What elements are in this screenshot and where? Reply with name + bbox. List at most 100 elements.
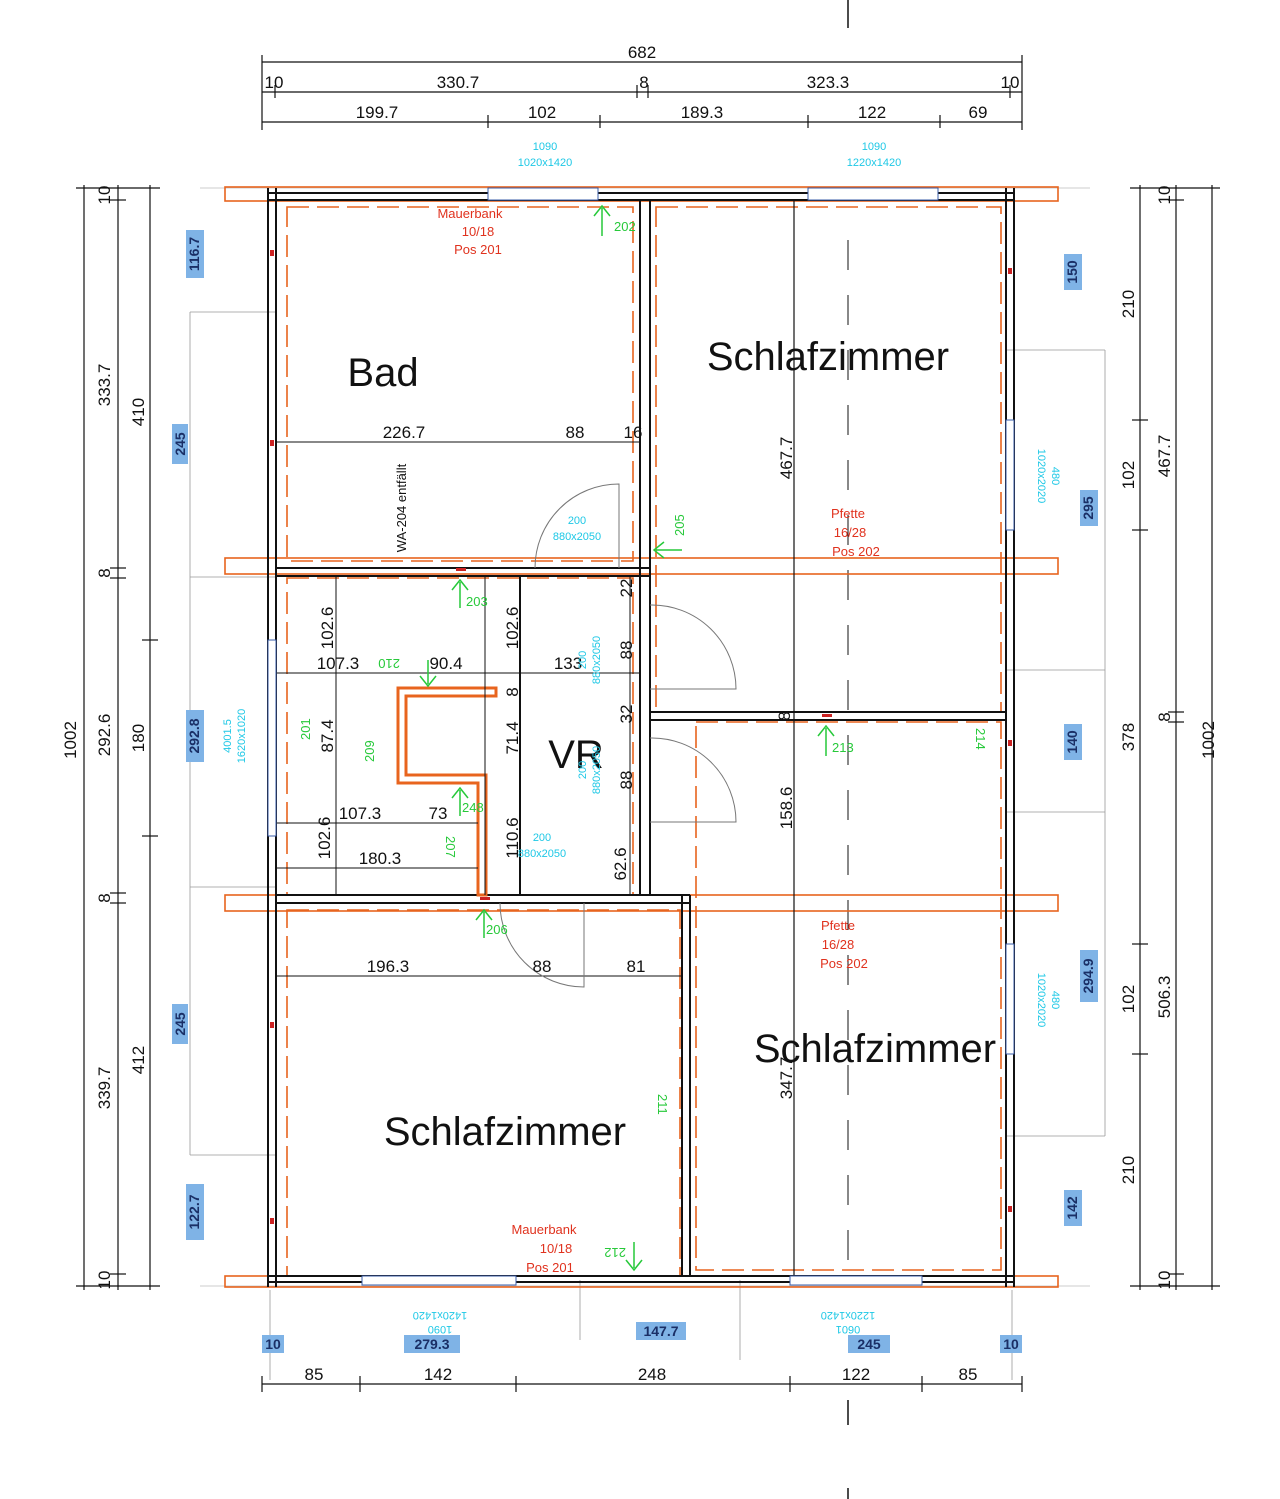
dimension-texts-bottom: 85 142 248 122 85 — [305, 1365, 978, 1384]
dim-sw-a: 196.3 — [367, 957, 410, 976]
win-left-1: 4001.5 — [222, 719, 234, 753]
note-wa-204: WA-204 entfällt — [394, 463, 409, 552]
dim-vr-s2: 8 — [775, 711, 794, 720]
badge-bottom-4: 245 — [857, 1336, 881, 1352]
win-right-n1: 1020x2020 — [1035, 449, 1047, 503]
dim-left-c1d: 10 — [95, 186, 114, 205]
dim-bot-e: 85 — [959, 1365, 978, 1384]
room-bad: Bad — [347, 351, 418, 395]
dim-vr-v1: 102.6 — [318, 607, 337, 650]
dim-left-total: 1002 — [61, 721, 80, 759]
dim-right-c1b: 506.3 — [1155, 976, 1174, 1019]
badge-left-2: 245 — [172, 432, 188, 456]
note-pfette-n-3: Pos 202 — [832, 544, 880, 559]
dim-top-r3b: 102 — [528, 103, 556, 122]
win-top-r1: 1090 — [862, 141, 886, 153]
dim-top-r3a: 199.7 — [356, 103, 399, 122]
pos-210: 210 — [378, 656, 400, 671]
badge-left-1: 116.7 — [186, 237, 202, 271]
interior-dim-texts: 226.7 88 16 467.7 196.3 88 81 158.6 347.… — [315, 423, 796, 1099]
door-1-width: 200 — [568, 515, 586, 527]
dim-top-r2b: 330.7 — [437, 73, 480, 92]
dim-top-total: 682 — [628, 43, 656, 62]
dim-se-v: 158.6 — [777, 787, 796, 830]
win-bot-l2: 1090 — [428, 1323, 452, 1335]
door-4-width: 200 — [533, 832, 551, 844]
dim-right-c2c: 378 — [1119, 723, 1138, 751]
dim-vr-r1: 22 — [617, 579, 636, 598]
badge-right-5: 142 — [1064, 1196, 1080, 1220]
pos-202: 202 — [614, 219, 636, 234]
dim-vr-r2: 88 — [617, 641, 636, 660]
dim-bot-a: 85 — [305, 1365, 324, 1384]
pos-213: 213 — [832, 740, 854, 755]
dim-vr-h2: 90.4 — [429, 654, 462, 673]
position-arrows — [419, 204, 835, 1272]
dim-bad-a: 226.7 — [383, 423, 426, 442]
dimension-lines-right — [1130, 185, 1220, 1290]
dim-bot-c: 248 — [638, 1365, 666, 1384]
dim-vr-s1: 8 — [503, 687, 522, 696]
position-markers: 202 205 203 210 209 201 248 207 206 213 … — [298, 219, 988, 1260]
note-mauerbank-top-2: 10/18 — [462, 224, 495, 239]
dim-right-c2a: 210 — [1119, 290, 1138, 318]
dim-right-c1a: 467.7 — [1155, 435, 1174, 478]
badge-right-2: 295 — [1080, 496, 1096, 520]
note-mauerbank-top-3: Pos 201 — [454, 242, 502, 257]
note-mauerbank-top-1: Mauerbank — [437, 206, 503, 221]
room-vr: VR — [548, 733, 604, 777]
badge-bottom-2: 279.3 — [414, 1336, 449, 1352]
win-right-s1: 1020x2020 — [1035, 973, 1047, 1027]
dim-ne-v: 467.7 — [777, 437, 796, 480]
pos-201: 201 — [298, 718, 313, 740]
dim-left-c2a: 410 — [129, 398, 148, 426]
door-labels: 200 880x2050 200 880x2050 200 880x2050 2… — [518, 515, 603, 860]
dim-right-total: 1002 — [1199, 721, 1218, 759]
door-1-size: 880x2050 — [553, 531, 601, 543]
dim-vr-v4: 71.4 — [503, 721, 522, 754]
room-schlafzimmer-ne: Schlafzimmer — [707, 335, 949, 379]
room-schlafzimmer-se: Schlafzimmer — [754, 1027, 996, 1071]
structural-notes: Mauerbank 10/18 Pos 201 Pfette 16/28 Pos… — [394, 206, 880, 1275]
dim-bad-c: 16 — [624, 423, 643, 442]
dim-left-c1f: 8 — [95, 893, 114, 902]
dimension-lines-bottom — [261, 1376, 1023, 1392]
pos-212: 212 — [604, 1245, 626, 1260]
dim-right-c2b: 102 — [1119, 461, 1138, 489]
dim-top-r3d: 122 — [858, 103, 886, 122]
dim-top-r3e: 69 — [969, 103, 988, 122]
win-top-l1: 1090 — [533, 141, 557, 153]
dim-vr-v5: 102.6 — [315, 817, 334, 860]
badges: 116.7 245 292.8 245 122.7 150 295 140 29… — [172, 230, 1098, 1353]
dim-vr-h6: 180.3 — [359, 849, 402, 868]
win-left-2: 1620x1020 — [236, 709, 248, 763]
dimension-lines-top — [261, 55, 1023, 130]
pos-214: 214 — [973, 728, 988, 750]
dim-left-c2c: 412 — [129, 1046, 148, 1074]
dim-vr-v3: 87.4 — [318, 719, 337, 752]
badge-bottom-3: 147.7 — [643, 1323, 678, 1339]
door-3-size: 880x2050 — [591, 746, 603, 794]
door-2-size: 880x2050 — [591, 636, 603, 684]
pos-211: 211 — [655, 1094, 670, 1115]
dim-se-v2: 347.7 — [777, 1057, 796, 1100]
chimney-shape — [396, 686, 498, 897]
dim-vr-v6: 110.6 — [503, 817, 522, 858]
dim-top-r2c: 8 — [639, 73, 648, 92]
dim-vr-r3: 32 — [617, 705, 636, 724]
win-bot-r1: 1220x1420 — [821, 1309, 875, 1321]
badge-left-3: 292.8 — [186, 718, 202, 753]
dim-left-c1a: 333.7 — [95, 364, 114, 407]
dim-bot-d: 122 — [842, 1365, 870, 1384]
dim-top-r3c: 189.3 — [681, 103, 724, 122]
dim-sw-c: 81 — [627, 957, 646, 976]
dim-sw-b: 88 — [533, 957, 552, 976]
window-labels: 1090 1020x1420 1090 1220x1420 4001.5 162… — [222, 141, 1061, 1335]
badge-left-4: 245 — [172, 1012, 188, 1036]
pos-209: 209 — [362, 740, 377, 762]
dim-vr-h5: 73 — [429, 804, 448, 823]
dim-left-c1g: 10 — [95, 1271, 114, 1290]
dim-vr-v2: 102.6 — [503, 607, 522, 650]
badge-bottom-1: 10 — [265, 1336, 281, 1352]
win-top-l2: 1020x1420 — [518, 157, 572, 169]
